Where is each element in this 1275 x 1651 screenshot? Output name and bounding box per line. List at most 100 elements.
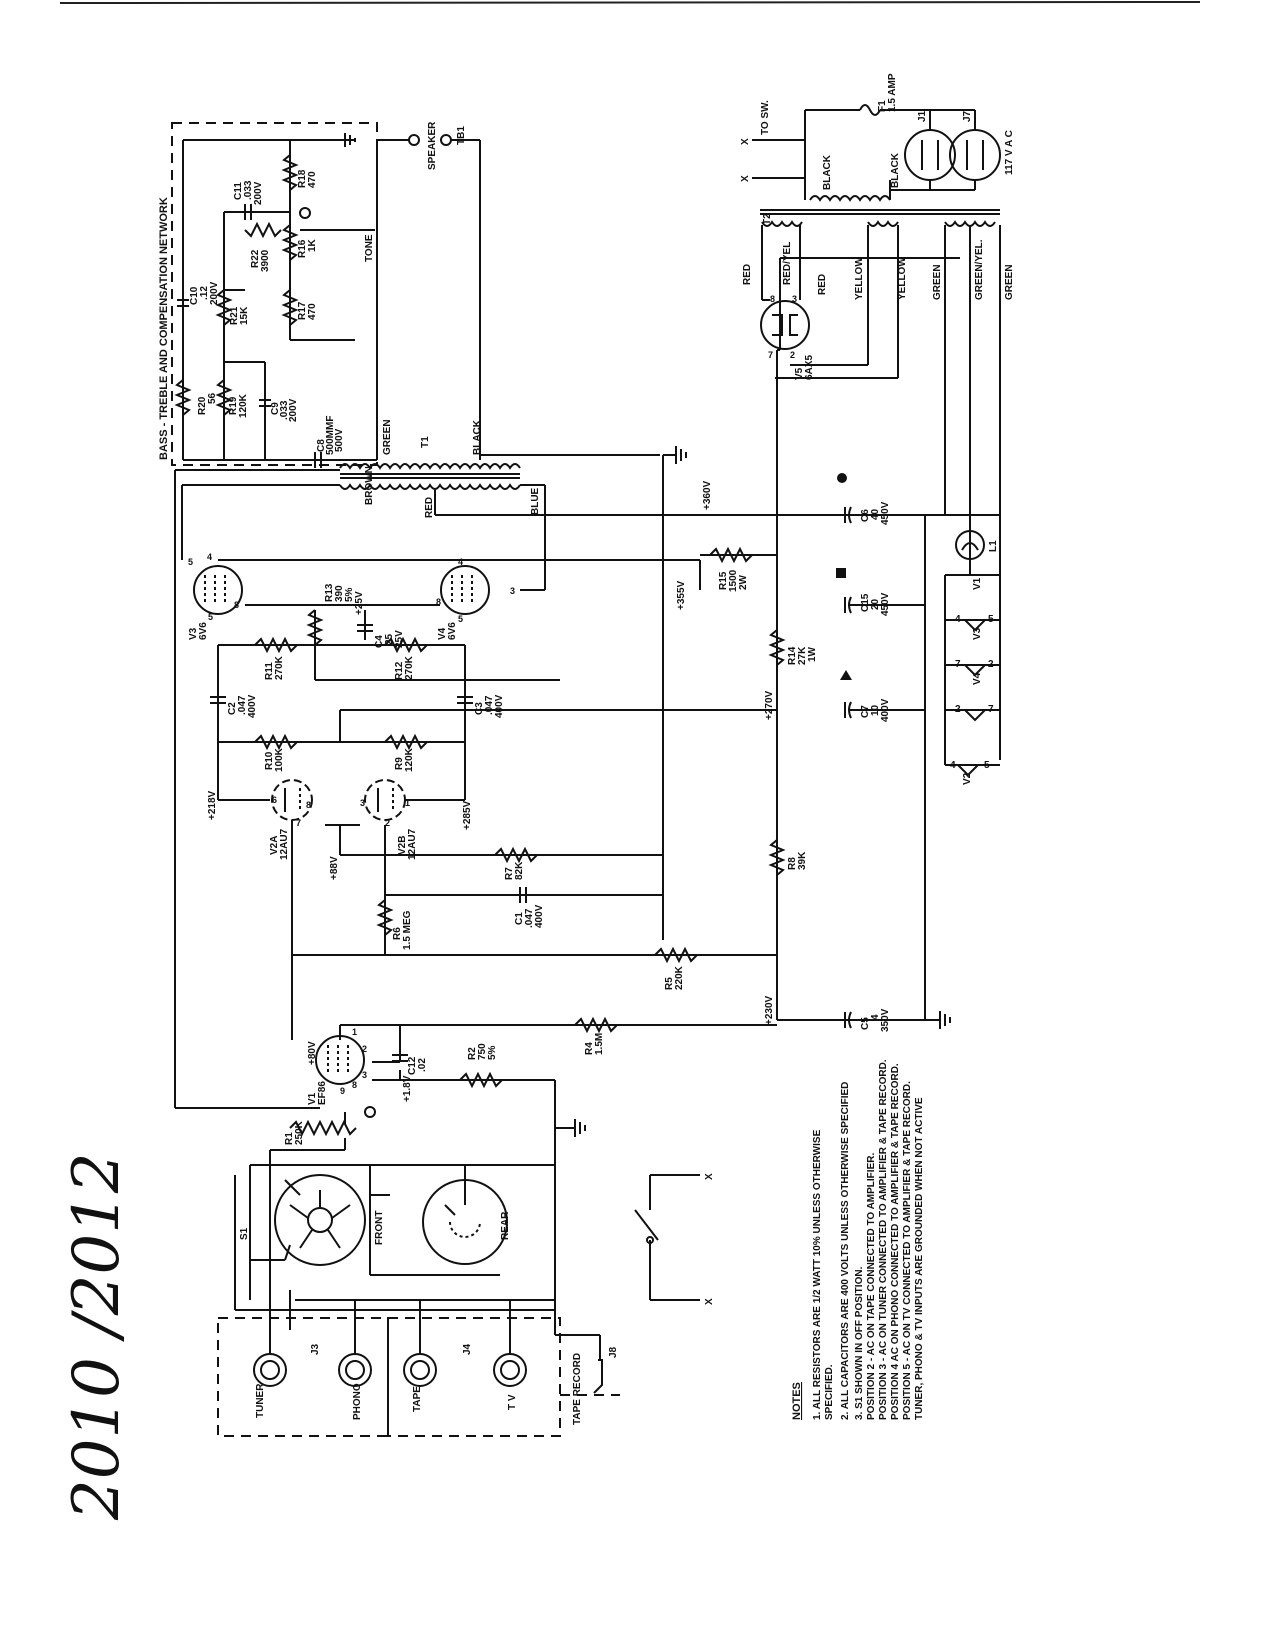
s1-front-wafer xyxy=(274,1174,366,1266)
svg-text:TAPE: TAPE xyxy=(412,1386,423,1412)
svg-text:TB1: TB1 xyxy=(456,126,467,145)
svg-text:.033: .033 xyxy=(243,180,254,200)
svg-text:7: 7 xyxy=(988,704,994,715)
speaker-wiring xyxy=(376,139,660,460)
svg-text:7: 7 xyxy=(296,818,301,828)
svg-text:J8: J8 xyxy=(608,1346,619,1358)
tape-jack xyxy=(403,1353,437,1387)
tone-pot-wiper-terminal xyxy=(299,207,311,219)
svg-text:X: X xyxy=(740,175,751,182)
svg-text:V4: V4 xyxy=(972,672,983,685)
t1-transformer xyxy=(339,463,521,490)
svg-text:8: 8 xyxy=(352,1080,357,1090)
svg-text:200V: 200V xyxy=(288,398,299,422)
svg-text:.047: .047 xyxy=(484,695,495,715)
svg-text:RED/YEL: RED/YEL xyxy=(782,242,793,285)
svg-text:V1: V1 xyxy=(307,1092,318,1105)
r14-resistor xyxy=(768,629,786,666)
svg-text:8: 8 xyxy=(234,600,239,610)
svg-text:PHONO: PHONO xyxy=(352,1383,363,1420)
svg-text:BLUE: BLUE xyxy=(530,487,541,515)
svg-text:3: 3 xyxy=(360,798,365,808)
svg-text:+25V: +25V xyxy=(354,591,365,615)
svg-text:C3: C3 xyxy=(474,702,485,715)
svg-text:R2: R2 xyxy=(467,1047,478,1060)
pilot-lamp-l1 xyxy=(955,530,985,560)
notes-line-2: SPECIFIED. xyxy=(824,1364,835,1420)
ac-plugs xyxy=(904,129,1001,181)
svg-text:400V: 400V xyxy=(247,694,258,718)
input-jacks xyxy=(253,1353,527,1387)
svg-text:BLACK: BLACK xyxy=(822,154,833,190)
svg-text:7: 7 xyxy=(768,350,773,360)
svg-text:R13: R13 xyxy=(324,583,335,602)
svg-text:R17: R17 xyxy=(297,301,308,320)
svg-text:5: 5 xyxy=(458,614,463,624)
svg-text:1.5 MEG: 1.5 MEG xyxy=(402,910,413,950)
svg-text:2W: 2W xyxy=(738,574,749,590)
r21-resistor xyxy=(215,289,233,326)
notes-line-6: POSITION 3 - AC ON TUNER CONNECTED TO AM… xyxy=(878,1059,889,1420)
tube-labels: V3 6V6 V4 6V6 V2A 12AU7 V2B 12AU7 V1 EF8… xyxy=(188,355,815,1105)
notes-line-8: POSITION 5 - AC ON TV CONNECTED TO AMPLI… xyxy=(902,1081,913,1420)
svg-text:1.5 AMP: 1.5 AMP xyxy=(887,73,898,112)
main-resistors xyxy=(254,546,786,1137)
svg-text:6V6: 6V6 xyxy=(198,622,209,640)
tuner-jack xyxy=(253,1353,287,1387)
svg-text:+88V: +88V xyxy=(329,856,340,880)
scan-top-edge xyxy=(59,1,1201,4)
svg-text:L1: L1 xyxy=(988,540,999,552)
svg-text:V2: V2 xyxy=(962,772,973,785)
speaker-terminal-2 xyxy=(440,134,452,146)
svg-text:4: 4 xyxy=(458,557,463,567)
svg-text:R10: R10 xyxy=(264,751,275,770)
ground-symbol-network xyxy=(340,133,356,147)
svg-text:C10: C10 xyxy=(189,286,200,305)
svg-text:500MMF: 500MMF xyxy=(325,416,336,455)
svg-text:X: X xyxy=(704,1298,715,1305)
svg-text:270K: 270K xyxy=(404,655,415,680)
r9-resistor xyxy=(384,733,428,751)
svg-text:R12: R12 xyxy=(394,661,405,680)
notes-line-9: TUNER, PHONO & TV INPUTS ARE GROUNDED WH… xyxy=(914,1097,925,1420)
svg-text:FRONT: FRONT xyxy=(374,1211,385,1245)
svg-text:5: 5 xyxy=(988,614,994,625)
svg-text:20: 20 xyxy=(870,598,881,610)
svg-text:470: 470 xyxy=(307,303,318,320)
svg-text:S1: S1 xyxy=(239,1227,250,1240)
svg-text:200V: 200V xyxy=(209,281,220,305)
svg-text:T2: T2 xyxy=(762,213,773,225)
svg-text:GREEN: GREEN xyxy=(1004,264,1015,300)
r18-resistor xyxy=(281,154,299,191)
svg-text:1W: 1W xyxy=(807,646,818,662)
network-capacitors xyxy=(177,204,322,468)
svg-text:R16: R16 xyxy=(297,239,308,258)
svg-text:.12: .12 xyxy=(199,286,210,300)
svg-text:3: 3 xyxy=(362,1070,367,1080)
svg-text:120K: 120K xyxy=(238,393,249,418)
s1-rear-wafer xyxy=(422,1179,508,1265)
r7-resistor xyxy=(494,846,538,864)
notes-line-3: 2. ALL CAPACITORS ARE 400 VOLTS UNLESS O… xyxy=(840,1082,851,1420)
svg-text:200V: 200V xyxy=(253,181,264,205)
svg-text:2: 2 xyxy=(362,1044,367,1054)
svg-text:500V: 500V xyxy=(334,428,345,452)
svg-text:1: 1 xyxy=(405,798,410,808)
svg-text:R11: R11 xyxy=(264,662,275,680)
v2b-tube xyxy=(364,779,406,821)
r4-resistor xyxy=(574,1016,618,1034)
svg-text:56: 56 xyxy=(207,392,218,404)
j7-outlet xyxy=(949,129,1001,181)
svg-text:V3: V3 xyxy=(188,627,199,640)
tv-jack xyxy=(493,1353,527,1387)
svg-text:8: 8 xyxy=(436,597,441,607)
r17-resistor xyxy=(281,289,299,326)
svg-text:RED: RED xyxy=(817,274,828,295)
svg-text:BLACK: BLACK xyxy=(472,419,483,455)
svg-text:3: 3 xyxy=(792,294,797,304)
v1-tube xyxy=(315,1035,365,1085)
svg-text:YELLOW: YELLOW xyxy=(897,257,908,300)
main-capacitors xyxy=(210,506,852,1062)
r5-resistor xyxy=(654,946,698,964)
selector-labels: TUNER PHONO TAPE T V TAPE RECORD J3 J4 J… xyxy=(239,1173,715,1425)
